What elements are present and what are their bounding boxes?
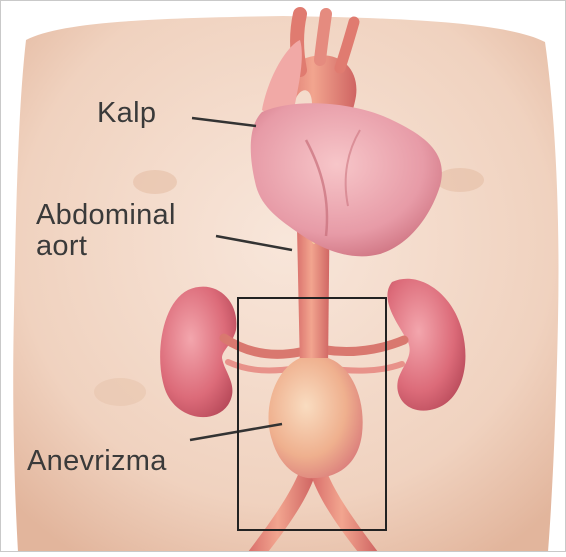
label-abdominal-line1: Abdominal (36, 201, 176, 230)
left-chest-shade (133, 170, 177, 194)
aneurysm-bulge (268, 358, 362, 478)
label-heart: Kalp (97, 99, 156, 128)
navel-shade (94, 378, 146, 406)
label-aneurysm: Anevrizma (27, 447, 167, 476)
arch-branch-2 (320, 14, 326, 60)
right-chest-shade (436, 168, 484, 192)
label-abdominal-line2: aort (36, 232, 87, 261)
